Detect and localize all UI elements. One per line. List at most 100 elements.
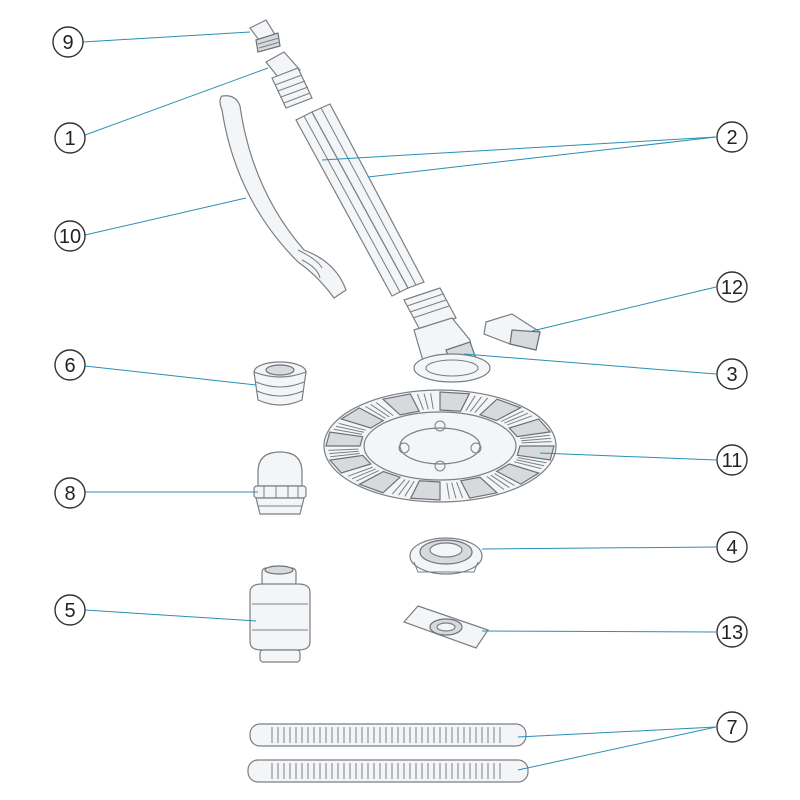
disc-bristle bbox=[507, 415, 533, 426]
disc-bristle bbox=[347, 466, 373, 477]
disc-fin bbox=[381, 393, 421, 416]
disc-bristle bbox=[365, 405, 386, 419]
callout-4-label: 4 bbox=[726, 537, 737, 559]
leader-lines bbox=[82, 31, 717, 771]
disc-bristle bbox=[328, 448, 359, 451]
disc-bristle bbox=[465, 395, 476, 412]
leader-2b bbox=[367, 136, 717, 178]
disc-bristle bbox=[329, 450, 359, 455]
hose-lower-ribs bbox=[271, 763, 501, 779]
disc-bristle bbox=[370, 403, 390, 418]
leader-9 bbox=[82, 31, 251, 43]
part-12-wedge bbox=[483, 313, 541, 351]
disc-bristle bbox=[469, 396, 482, 412]
disc-bristle bbox=[486, 476, 505, 490]
disc-fin bbox=[328, 454, 372, 474]
leader-11 bbox=[539, 452, 717, 461]
disc-fin bbox=[478, 398, 522, 422]
disc-bristle bbox=[375, 402, 394, 416]
part-4-ring-seal bbox=[409, 537, 483, 575]
disc-bristle bbox=[356, 470, 379, 482]
callout-11-label: 11 bbox=[722, 450, 743, 472]
leader-4 bbox=[481, 546, 717, 550]
disc-bristle bbox=[351, 468, 376, 480]
disc-bristle bbox=[504, 412, 529, 424]
leader-3 bbox=[463, 353, 717, 375]
callout-10: 10 bbox=[54, 220, 86, 252]
part-5-barrel-fitting bbox=[249, 565, 311, 663]
disc-bristle bbox=[338, 422, 366, 431]
disc-fin bbox=[409, 480, 441, 501]
leader-5 bbox=[84, 609, 257, 622]
part-2-shafts bbox=[295, 103, 425, 297]
disc-bristle bbox=[501, 410, 524, 422]
disc-bristle bbox=[416, 393, 424, 410]
hose-lower bbox=[247, 759, 529, 783]
callout-13-label: 13 bbox=[721, 622, 743, 644]
callout-6-label: 6 bbox=[64, 355, 75, 377]
disc-bristle bbox=[521, 441, 552, 444]
part-11-disc bbox=[323, 389, 557, 503]
disc-bristle bbox=[330, 453, 360, 458]
disc-bristle bbox=[516, 459, 545, 467]
disc-fin bbox=[508, 418, 552, 438]
leader-13 bbox=[481, 630, 717, 633]
disc-bristle bbox=[517, 457, 547, 464]
disc-bristle bbox=[514, 461, 542, 470]
disc-bristle bbox=[451, 482, 457, 499]
hose-upper bbox=[249, 723, 527, 747]
disc-bristle bbox=[423, 393, 429, 410]
disc-fin bbox=[339, 407, 385, 429]
callout-6: 6 bbox=[54, 349, 86, 381]
part-3-swivel-head bbox=[403, 287, 491, 383]
disc-bristle bbox=[333, 428, 363, 435]
hose-upper-ribs bbox=[271, 727, 501, 743]
leader-7b bbox=[517, 726, 717, 771]
disc-bristle bbox=[335, 425, 364, 433]
callout-12: 12 bbox=[716, 271, 748, 303]
disc-fins bbox=[325, 391, 555, 501]
callout-10-label: 10 bbox=[59, 226, 81, 248]
callout-12-label: 12 bbox=[721, 277, 743, 299]
disc-bristle bbox=[521, 437, 551, 442]
part-9-cap bbox=[249, 19, 281, 53]
callout-9-label: 9 bbox=[62, 32, 73, 54]
leader-12 bbox=[531, 286, 717, 332]
disc-bristle bbox=[404, 480, 415, 497]
callout-13: 13 bbox=[716, 616, 748, 648]
callout-1-label: 1 bbox=[64, 128, 75, 150]
callout-11: 11 bbox=[716, 444, 748, 476]
disc-fin bbox=[459, 476, 499, 499]
disc-bristle bbox=[490, 474, 510, 489]
part-8-capped-fitting bbox=[253, 451, 307, 515]
disc-fin bbox=[439, 391, 471, 412]
callout-7: 7 bbox=[716, 711, 748, 743]
callout-4: 4 bbox=[716, 531, 748, 563]
callout-2: 2 bbox=[716, 121, 748, 153]
disc-bristle bbox=[494, 473, 515, 487]
callout-7-label: 7 bbox=[726, 717, 737, 739]
leader-2a bbox=[321, 136, 717, 161]
leader-6 bbox=[84, 365, 257, 386]
disc-bristle bbox=[446, 482, 450, 499]
part-13-plate bbox=[402, 605, 489, 649]
callout-5: 5 bbox=[54, 594, 86, 626]
callout-8: 8 bbox=[54, 477, 86, 509]
disc-bristle bbox=[398, 480, 411, 496]
disc-bristle bbox=[474, 397, 489, 413]
disc-bristle bbox=[456, 482, 464, 499]
disc-fin bbox=[325, 431, 364, 447]
callout-5-label: 5 bbox=[64, 600, 75, 622]
disc-fin bbox=[516, 445, 555, 461]
callout-3: 3 bbox=[716, 358, 748, 390]
leader-10 bbox=[84, 197, 247, 236]
part-7-hoses bbox=[247, 723, 529, 783]
part-10-curved-tube bbox=[219, 95, 347, 299]
leader-1 bbox=[84, 67, 269, 136]
disc-bristle bbox=[430, 393, 434, 410]
disc-fin bbox=[358, 470, 402, 494]
leader-7a bbox=[517, 726, 717, 738]
callout-9: 9 bbox=[52, 26, 84, 58]
